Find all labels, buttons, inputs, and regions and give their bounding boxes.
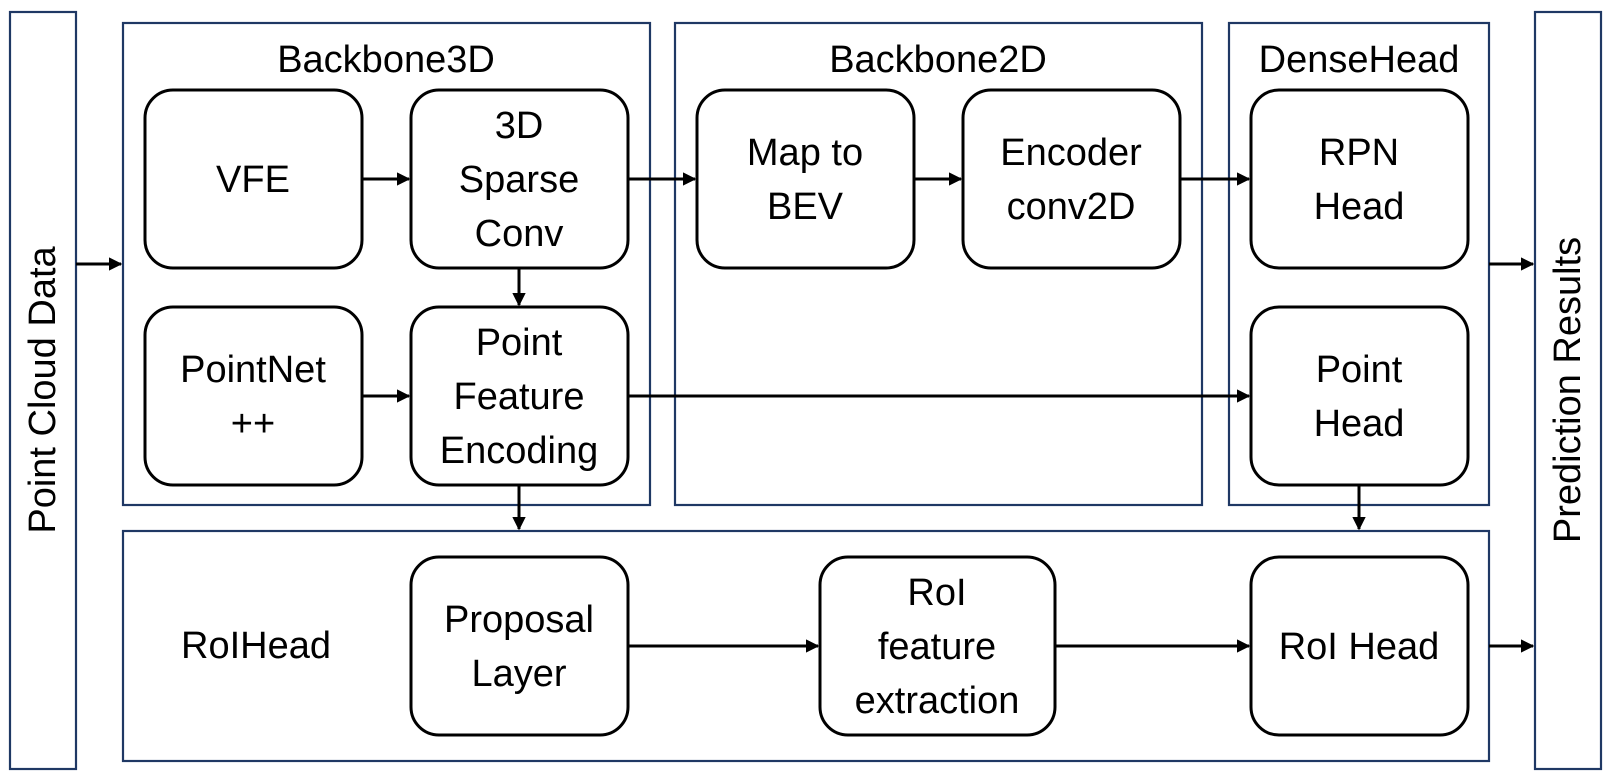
panel-roihead-title: RoIHead xyxy=(181,625,331,667)
node-label-line: RoI xyxy=(907,572,966,614)
node-label-line: ++ xyxy=(231,403,275,445)
svg-text:PointNet++: PointNet ++ xyxy=(180,349,326,445)
node-label-line: Proposal xyxy=(444,599,594,641)
svg-text:RoI Head: RoI Head xyxy=(1279,626,1440,668)
node-label-line: Encoder xyxy=(1000,132,1142,174)
node-label-line: VFE xyxy=(216,159,290,201)
svg-text:VFE: VFE xyxy=(216,159,290,201)
node-vfe: VFE xyxy=(143,88,364,270)
node-label-line: Point xyxy=(1316,349,1403,391)
panel-densehead-title: DenseHead xyxy=(1259,39,1460,81)
node-label-line: Head xyxy=(1314,403,1405,445)
input-label: Point Cloud Data xyxy=(22,246,64,534)
node-label-line: Encoding xyxy=(440,430,598,472)
output-label: Prediction Results xyxy=(1547,237,1589,543)
node-rpn-head: RPN Head xyxy=(1249,88,1470,270)
node-label-line: extraction xyxy=(855,680,1020,722)
output-bar: Prediction Results xyxy=(1533,10,1603,771)
node-roi-feature-extraction: RoI feature extraction xyxy=(818,555,1057,737)
node-map-to-bev: Map to BEV xyxy=(695,88,916,270)
node-label-line: Layer xyxy=(471,653,566,695)
panel-backbone2d-title: Backbone2D xyxy=(829,39,1047,81)
node-label-line: RPN xyxy=(1319,132,1399,174)
node-label-line: BEV xyxy=(767,186,844,228)
node-label-line: RoI Head xyxy=(1279,626,1440,668)
node-label-line: 3D xyxy=(495,105,544,147)
node-label-line: Map to xyxy=(747,132,863,174)
input-bar: Point Cloud Data xyxy=(8,10,78,771)
node-label-line: Point xyxy=(476,322,563,364)
panel-backbone3d-title: Backbone3D xyxy=(277,39,495,81)
arrows xyxy=(76,172,1535,653)
node-roi-head: RoI Head xyxy=(1249,555,1470,737)
node-label-line: conv2D xyxy=(1007,186,1136,228)
node-label-line: Head xyxy=(1314,186,1405,228)
node-label-line: Conv xyxy=(475,213,564,255)
node-encoder-conv2d: Encoder conv2D xyxy=(961,88,1182,270)
node-label-line: Sparse xyxy=(459,159,579,201)
node-label-line: Feature xyxy=(454,376,585,418)
node-label-line: feature xyxy=(878,626,996,668)
node-pointnet: PointNet ++ xyxy=(143,305,364,487)
node-label-line: PointNet xyxy=(180,349,326,391)
